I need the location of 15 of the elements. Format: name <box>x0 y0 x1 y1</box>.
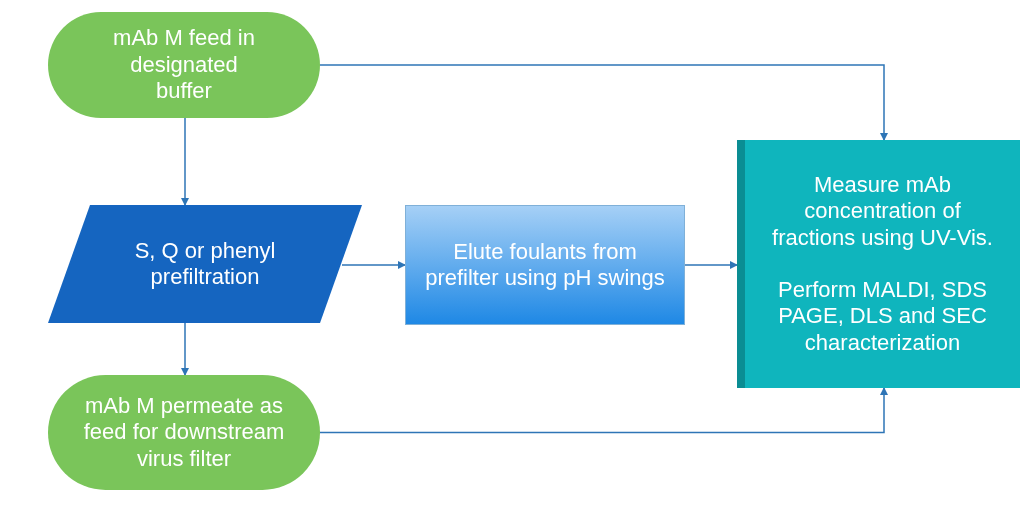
process-box <box>405 205 685 325</box>
node-text: S, Q or phenyl prefiltration <box>133 237 277 291</box>
result-box <box>737 140 1020 388</box>
node-text: Measure mAb concentration of fractions using UV-Vis. <box>771 171 994 251</box>
arrow <box>684 261 738 269</box>
node-text: mAb M permeate as feed for downstream virus filter <box>82 392 286 473</box>
arrow <box>181 322 189 376</box>
data-parallelogram <box>48 205 362 323</box>
arrow <box>319 387 888 434</box>
node-text: Elute foulants from prefilter using pH swings <box>425 238 665 292</box>
arrow <box>319 64 888 141</box>
arrow <box>341 261 406 269</box>
node-text: mAb M feed in designated buffer <box>112 25 256 105</box>
arrow <box>181 117 189 206</box>
node-text: Perform MALDI, SDS PAGE, DLS and SEC characterization <box>776 277 988 357</box>
